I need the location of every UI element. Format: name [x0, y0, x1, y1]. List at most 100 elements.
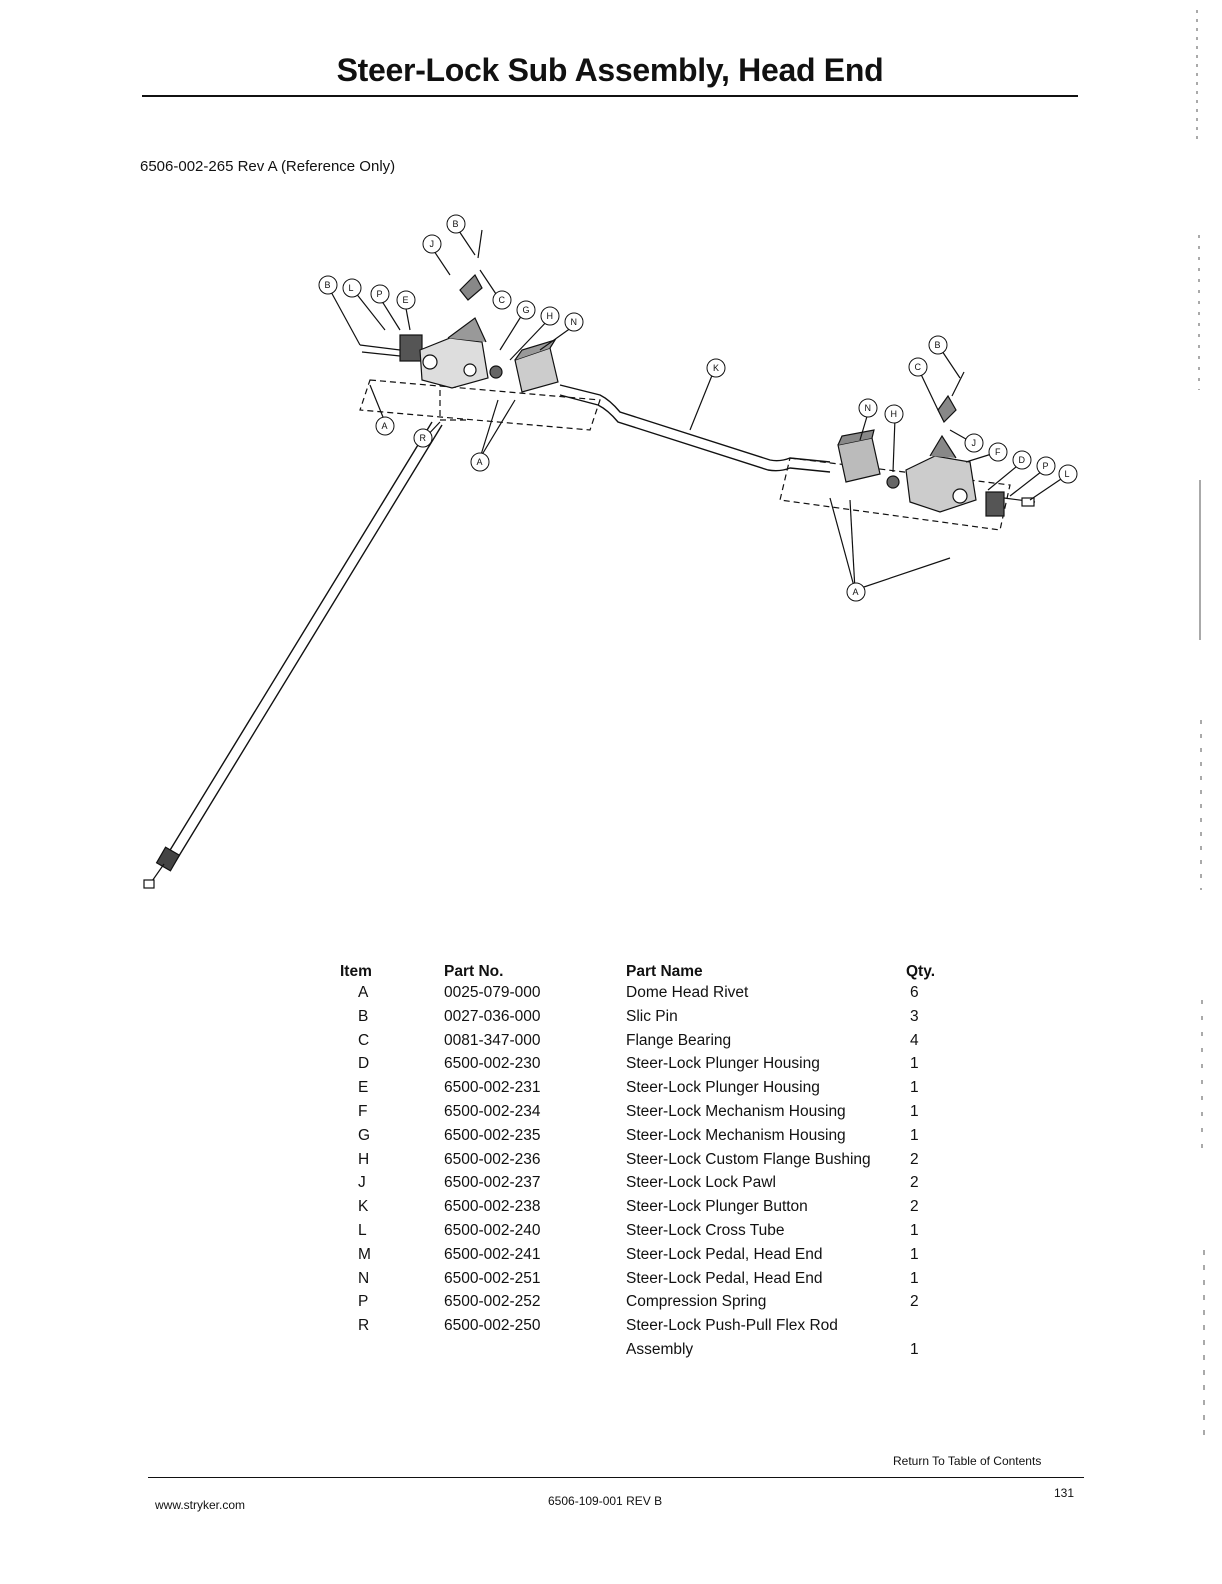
svg-text:A: A [853, 587, 859, 597]
table-row: F 6500-002-234 Steer-Lock Mechanism Hous… [340, 1100, 946, 1124]
item-cell: K [358, 1198, 369, 1216]
qty-cell: 3 [910, 1007, 919, 1025]
svg-text:A: A [477, 457, 483, 467]
part-no-cell: 6500-002-252 [444, 1293, 541, 1311]
svg-text:P: P [1043, 461, 1049, 471]
left-plunger-housing-assembly [359, 334, 423, 362]
header-part-no: Part No. [444, 963, 504, 980]
title-divider [142, 95, 1078, 97]
header-part-name: Part Name [626, 963, 703, 980]
item-cell: H [358, 1150, 370, 1168]
part-name-cell: Steer-Lock Plunger Housing [626, 1055, 820, 1073]
left-flange-bushing [489, 365, 503, 379]
part-name-cell: Slic Pin [626, 1007, 678, 1025]
part-name-cell: Steer-Lock Plunger Button [626, 1198, 808, 1216]
callout-N-left: N [564, 312, 584, 332]
qty-cell: 1 [910, 1079, 919, 1097]
part-no-cell: 6500-002-250 [444, 1317, 541, 1335]
part-name-cell: Steer-Lock Mechanism Housing [626, 1102, 846, 1120]
svg-text:C: C [499, 295, 506, 305]
part-no-cell: 6500-002-230 [444, 1055, 541, 1073]
left-mechanism-housing [419, 317, 489, 389]
table-row: N 6500-002-251 Steer-Lock Pedal, Head En… [340, 1267, 946, 1291]
callout-H-left: H [540, 306, 560, 326]
footer-doc-number: 6506-109-001 REV B [548, 1494, 663, 1508]
right-lock-pawl [937, 371, 965, 424]
cross-tube [559, 384, 831, 463]
item-cell: P [358, 1293, 369, 1311]
item-cell: R [358, 1317, 370, 1335]
exploded-assembly-diagram: B L P E J B C G H N K A R A B C N H J F … [130, 200, 1090, 925]
table-row: L 6500-002-240 Steer-Lock Cross Tube 1 [340, 1219, 946, 1243]
svg-text:R: R [420, 433, 427, 443]
item-cell: G [358, 1126, 371, 1144]
page-title: Steer-Lock Sub Assembly, Head End [336, 52, 884, 88]
item-cell: C [358, 1031, 370, 1049]
qty-cell: 2 [910, 1198, 919, 1216]
item-cell: J [358, 1174, 366, 1192]
part-no-cell: 6500-002-251 [444, 1269, 541, 1287]
callout-N-right: N [858, 398, 878, 418]
qty-cell: 1 [910, 1126, 919, 1144]
svg-text:B: B [325, 280, 331, 290]
item-cell: F [358, 1102, 368, 1120]
table-row: H 6500-002-236 Steer-Lock Custom Flange … [340, 1148, 946, 1172]
callout-B-right: B [928, 335, 948, 355]
callout-E-left: E [396, 290, 416, 310]
svg-text:L: L [349, 283, 354, 293]
qty-cell: 1 [910, 1221, 919, 1239]
return-to-toc-link[interactable]: Return To Table of Contents [893, 1454, 1042, 1468]
part-name-cell: Steer-Lock Mechanism Housing [626, 1126, 846, 1144]
callout-L: K [706, 358, 726, 378]
svg-text:H: H [891, 409, 898, 419]
callout-H-right: H [884, 404, 904, 424]
qty-cell: 1 [910, 1340, 919, 1358]
part-no-cell: 6500-002-240 [444, 1221, 541, 1239]
part-no-cell: 6500-002-241 [444, 1245, 541, 1263]
document-reference: 6506-002-265 Rev A (Reference Only) [140, 158, 396, 175]
table-row: R 6500-002-250 Steer-Lock Push-Pull Flex… [340, 1314, 946, 1362]
right-mechanism-housing [905, 434, 977, 513]
svg-text:D: D [1019, 455, 1026, 465]
qty-cell: 1 [910, 1102, 919, 1120]
qty-cell: 4 [910, 1031, 919, 1049]
callout-A-left-2: A [470, 452, 490, 472]
qty-cell: 2 [910, 1293, 919, 1311]
parts-list-table: Item Part No. Part Name Qty. A 0025-079-… [340, 955, 946, 1362]
table-row: J 6500-002-237 Steer-Lock Lock Pawl 2 [340, 1171, 946, 1195]
footer-page-number: 131 [1054, 1486, 1075, 1500]
part-name-cell: Steer-Lock Cross Tube [626, 1221, 785, 1239]
part-no-cell: 0027-036-000 [444, 1007, 541, 1025]
item-cell: E [358, 1079, 369, 1097]
qty-cell: 1 [910, 1055, 919, 1073]
left-pedal [514, 338, 559, 393]
callout-K-left: L [342, 278, 362, 298]
table-row: G 6500-002-235 Steer-Lock Mechanism Hous… [340, 1124, 946, 1148]
table-header-row: Item Part No. Part Name Qty. [340, 955, 946, 981]
svg-text:B: B [935, 340, 941, 350]
qty-cell: 6 [910, 984, 919, 1001]
item-cell: B [358, 1007, 369, 1025]
diagram-svg: B L P E J B C G H N K A R A B C N H J F … [143, 214, 1078, 889]
table-row: M 6500-002-241 Steer-Lock Pedal, Head En… [340, 1243, 946, 1267]
svg-text:C: C [915, 362, 922, 372]
table-row: B 0027-036-000 Slic Pin 3 [340, 1005, 946, 1029]
callout-C-right: C [908, 357, 928, 377]
part-no-cell: 6500-002-237 [444, 1174, 541, 1192]
table-row: A 0025-079-000 Dome Head Rivet 6 [340, 981, 946, 1005]
part-no-cell: 6500-002-238 [444, 1198, 541, 1216]
part-no-cell: 6500-002-235 [444, 1126, 541, 1144]
left-lock-pawl [459, 229, 483, 301]
callout-D-right: D [1012, 450, 1032, 470]
right-plunger-housing-assembly [985, 491, 1036, 517]
part-name-cell: Steer-Lock Lock Pawl [626, 1174, 776, 1192]
callout-B-left-1: B [318, 275, 338, 295]
svg-text:K: K [713, 363, 719, 373]
svg-text:N: N [865, 403, 872, 413]
callout-G-left: G [516, 300, 536, 320]
svg-text:L: L [1065, 469, 1070, 479]
item-cell: L [358, 1221, 367, 1239]
item-cell: N [358, 1269, 370, 1287]
callout-P-left: P [370, 284, 390, 304]
